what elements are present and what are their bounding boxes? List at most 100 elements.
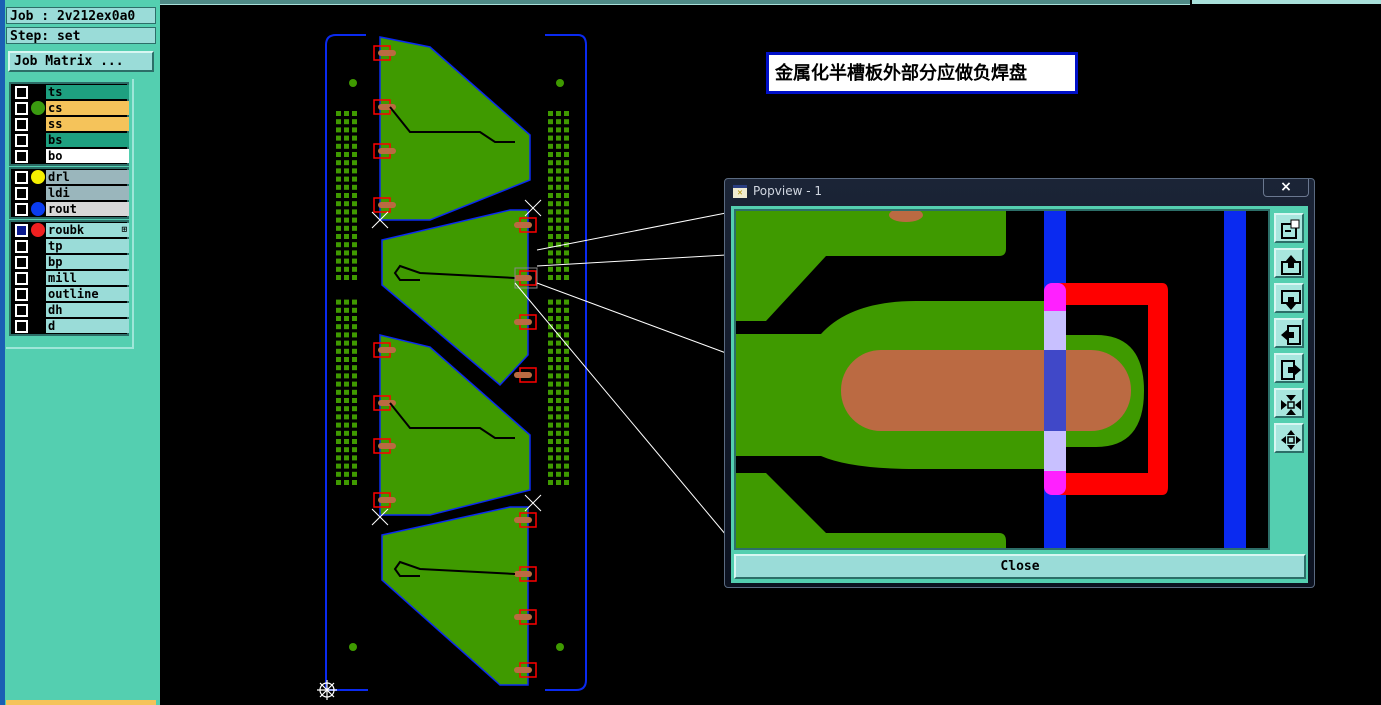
layer-row-drl[interactable]: drl xyxy=(11,169,129,185)
via xyxy=(352,340,357,346)
via xyxy=(352,209,357,215)
layer-name[interactable]: rout xyxy=(46,202,129,216)
via xyxy=(548,381,553,387)
via xyxy=(336,266,341,272)
via xyxy=(564,471,569,477)
layer-checkbox[interactable] xyxy=(15,304,28,317)
via xyxy=(352,275,357,280)
zoom-window-button[interactable] xyxy=(1274,213,1304,243)
via xyxy=(352,135,357,141)
pcb-board-view[interactable] xyxy=(300,25,600,705)
layer-checkbox[interactable] xyxy=(15,240,28,253)
via xyxy=(344,217,349,223)
layer-name[interactable]: ss xyxy=(46,117,129,131)
layer-name[interactable]: mill xyxy=(46,271,129,285)
via xyxy=(564,439,569,444)
layer-checkbox[interactable] xyxy=(15,272,28,285)
layer-row-roubk[interactable]: roubk⊞ xyxy=(11,222,129,238)
layer-name[interactable]: cs xyxy=(46,101,129,115)
via xyxy=(336,307,341,313)
layer-name[interactable]: d xyxy=(46,319,129,333)
popview-title: Popview - 1 xyxy=(753,184,822,198)
layer-name[interactable]: ldi xyxy=(46,186,129,200)
layer-name[interactable]: ts xyxy=(46,85,129,99)
layer-row-rout[interactable]: rout xyxy=(11,201,129,217)
layer-name[interactable]: bo xyxy=(46,149,129,163)
layer-color-dot[interactable] xyxy=(31,170,45,184)
via xyxy=(556,168,561,174)
window-close-button[interactable]: × xyxy=(1263,179,1309,197)
zoom-out-button[interactable] xyxy=(1274,423,1304,453)
via xyxy=(336,422,341,428)
layer-color-dot[interactable] xyxy=(31,101,45,115)
layer-row-cs[interactable]: cs xyxy=(11,100,129,116)
via xyxy=(344,316,349,321)
layer-group: ts cs ss bs bo xyxy=(9,82,129,166)
pan-left-button[interactable] xyxy=(1274,318,1304,348)
layer-row-outline[interactable]: outline xyxy=(11,286,129,302)
job-matrix-button[interactable]: Job Matrix ... xyxy=(8,51,154,72)
via xyxy=(336,348,341,354)
via xyxy=(548,414,553,420)
via xyxy=(336,471,341,477)
layer-row-bo[interactable]: bo xyxy=(11,148,129,164)
layer-row-ldi[interactable]: ldi xyxy=(11,185,129,201)
layer-checkbox[interactable] xyxy=(15,171,28,184)
layer-row-bs[interactable]: bs xyxy=(11,132,129,148)
layer-color-dot[interactable] xyxy=(31,223,45,237)
layer-checkbox[interactable] xyxy=(15,256,28,269)
via xyxy=(344,209,349,215)
layer-checkbox[interactable] xyxy=(15,187,28,200)
layer-name[interactable]: tp xyxy=(46,239,129,253)
via xyxy=(344,381,349,387)
via xyxy=(336,209,341,215)
layer-checkbox[interactable] xyxy=(15,86,28,99)
layer-row-tp[interactable]: tp xyxy=(11,238,129,254)
layer-row-mill[interactable]: mill xyxy=(11,270,129,286)
zoom-in-button[interactable] xyxy=(1274,388,1304,418)
layer-row-d[interactable]: d xyxy=(11,318,129,334)
via xyxy=(336,324,341,330)
layer-checkbox[interactable] xyxy=(15,288,28,301)
fiducial-right-top xyxy=(556,79,564,87)
top-bar xyxy=(160,0,1190,5)
layer-checkbox[interactable] xyxy=(15,203,28,216)
via xyxy=(344,184,349,190)
layer-name[interactable]: drl xyxy=(46,170,129,184)
layer-color-dot[interactable] xyxy=(31,202,45,216)
pan-down-button[interactable] xyxy=(1274,283,1304,313)
expand-icon[interactable]: ⊞ xyxy=(121,225,127,235)
layer-checkbox[interactable] xyxy=(15,134,28,147)
layer-row-ss[interactable]: ss xyxy=(11,116,129,132)
via xyxy=(548,430,553,436)
layer-checkbox[interactable] xyxy=(15,102,28,115)
popview-window[interactable]: ✕ Popview - 1 × Close xyxy=(724,178,1315,588)
layer-row-bp[interactable]: bp xyxy=(11,254,129,270)
via xyxy=(556,439,561,444)
rout-outline-right xyxy=(545,34,587,691)
pan-up-button[interactable] xyxy=(1274,248,1304,278)
layer-name[interactable]: roubk⊞ xyxy=(46,223,129,237)
cross-marker xyxy=(371,211,389,229)
layer-name[interactable]: dh xyxy=(46,303,129,317)
layer-name[interactable]: outline xyxy=(46,287,129,301)
via xyxy=(336,111,341,116)
layer-row-dh[interactable]: dh xyxy=(11,302,129,318)
layer-checkbox[interactable] xyxy=(15,224,28,237)
layer-name[interactable]: bp xyxy=(46,255,129,269)
layer-checkbox[interactable] xyxy=(15,320,28,333)
pad xyxy=(514,275,532,281)
popview-close-button[interactable]: Close xyxy=(734,554,1306,579)
via xyxy=(556,430,561,436)
via xyxy=(564,398,569,403)
popview-canvas[interactable] xyxy=(734,209,1270,550)
layer-name[interactable]: bs xyxy=(46,133,129,147)
pan-right-button[interactable] xyxy=(1274,353,1304,383)
layer-row-ts[interactable]: ts xyxy=(11,84,129,100)
layer-checkbox[interactable] xyxy=(15,118,28,131)
layer-checkbox[interactable] xyxy=(15,150,28,163)
pad xyxy=(514,319,532,325)
zoom-window-icon xyxy=(1281,219,1300,239)
via xyxy=(548,357,553,362)
origin-marker xyxy=(317,680,337,700)
